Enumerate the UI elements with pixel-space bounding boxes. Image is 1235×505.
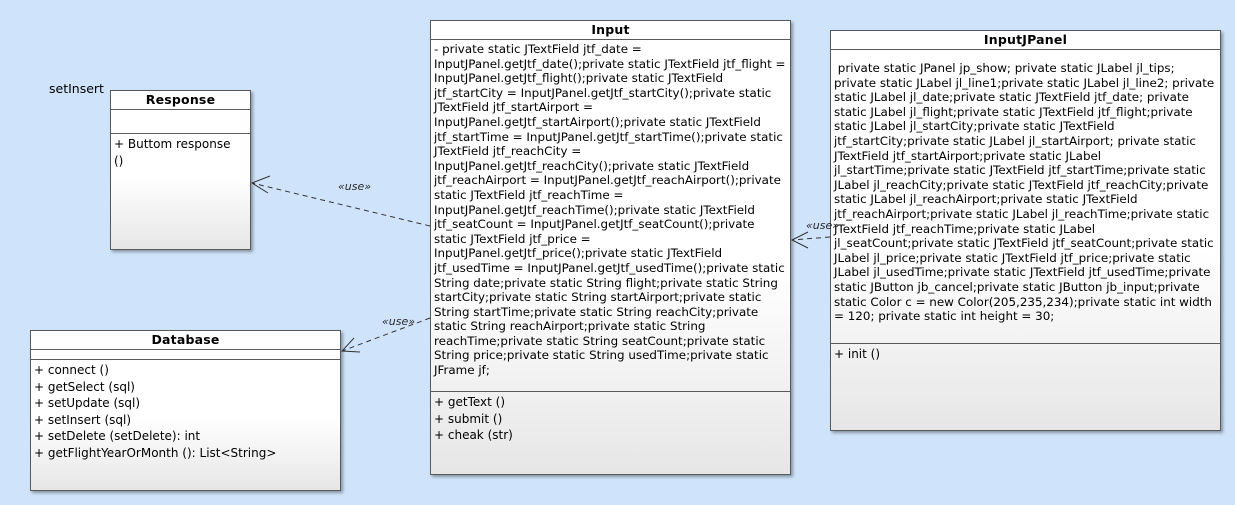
operation-connect: + connect ()	[34, 363, 109, 377]
class-name: InputJPanel	[831, 31, 1220, 50]
class-name: Database	[31, 331, 340, 350]
stereotype-use-response: «use»	[338, 180, 371, 193]
class-database[interactable]: Database + connect () + getSelect (sql) …	[30, 330, 341, 491]
attributes-compartment	[31, 350, 340, 360]
attributes-compartment: - private static JTextField jtf_date = I…	[431, 40, 790, 392]
operation-gettext: + getText ()	[434, 395, 506, 409]
operation-init: + init ()	[834, 347, 881, 361]
attributes-compartment	[111, 110, 250, 134]
class-response[interactable]: Response + Buttom response ()	[110, 90, 251, 250]
floating-label-setinsert: setInsert	[49, 81, 104, 96]
class-name: Input	[431, 21, 790, 40]
class-inputjpanel[interactable]: InputJPanel private static JPanel jp_sho…	[830, 30, 1221, 431]
dependency-input-response: «use»	[250, 175, 431, 227]
operation-setdelete: + setDelete (setDelete): int	[34, 429, 201, 444]
operation-cheak: + cheak (str)	[434, 428, 513, 443]
operation-buttom-response: + Buttom response ()	[114, 137, 231, 168]
operations-compartment: + init ()	[831, 344, 1220, 430]
operation-setupdate: + setUpdate (sql)	[34, 396, 141, 411]
operation-setinsert: + setInsert (sql)	[34, 412, 132, 427]
operation-submit: + submit ()	[434, 411, 503, 426]
operations-compartment: + getText () + submit () + cheak (str)	[431, 392, 790, 474]
dependency-input-database: «use»	[340, 315, 431, 353]
attributes-compartment: private static JPanel jp_show; private s…	[831, 50, 1220, 344]
operations-compartment: + connect () + getSelect (sql) + setUpda…	[31, 360, 340, 490]
stereotype-use-database: «use»	[382, 315, 415, 328]
operations-compartment: + Buttom response ()	[111, 134, 250, 249]
operation-getselect: + getSelect (sql)	[34, 379, 135, 394]
stereotype-use-inputjpanel: «use»	[806, 219, 839, 232]
class-input[interactable]: Input - private static JTextField jtf_da…	[430, 20, 791, 475]
operation-getflightyearormonth: + getFlightYearOrMonth (): List<String>	[34, 445, 277, 460]
class-name: Response	[111, 91, 250, 110]
dependency-input-inputjpanel: «use»	[790, 219, 839, 249]
